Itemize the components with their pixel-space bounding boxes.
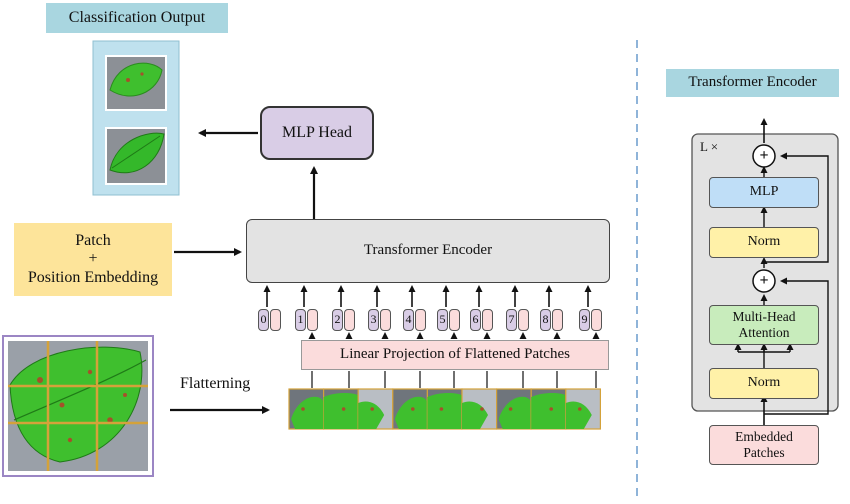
norm-block-top: Norm [709, 227, 819, 258]
patch-tile [461, 388, 498, 430]
embedded-patches-text: Embedded Patches [735, 429, 793, 460]
multi-head-attention-block: Multi-Head Attention [709, 305, 819, 345]
token-index-6: 6 [470, 309, 481, 331]
transformer-encoder-box: Transformer Encoder [246, 219, 610, 283]
repeat-label-text: L × [700, 138, 719, 154]
classification-output-text: Classification Output [68, 8, 206, 26]
classification-output-label: Classification Output [46, 3, 228, 33]
norm-block-top-text: Norm [747, 234, 781, 250]
residual-connection-1 [764, 277, 829, 415]
add-symbol-bottom-text: + [759, 271, 769, 289]
patch-tile [357, 388, 394, 430]
token-embedding-2 [344, 309, 355, 331]
output-leaf-image-2 [105, 127, 167, 185]
token-index-1: 1 [295, 309, 306, 331]
token-embedding-9 [591, 309, 602, 331]
add-symbol-top-text: + [759, 146, 769, 164]
encoder-panel-title: Transformer Encoder [666, 69, 839, 97]
token-embedding-3 [380, 309, 391, 331]
flattening-label: Flatterning [180, 372, 276, 396]
flattened-patches-strip [288, 388, 601, 430]
patch-tile [323, 388, 359, 430]
norm-block-bottom-text: Norm [747, 375, 781, 391]
norm-block-bottom: Norm [709, 368, 819, 399]
patch-position-embedding-box: Patch + Position Embedding [14, 223, 172, 296]
patch-tile [426, 388, 463, 430]
encoder-panel-title-text: Transformer Encoder [688, 74, 817, 91]
token-embedding-7 [518, 309, 529, 331]
token-index-8: 8 [540, 309, 551, 331]
patch-tile [288, 388, 325, 430]
token-embedding-4 [415, 309, 426, 331]
token-index-7: 7 [506, 309, 517, 331]
token-embedding-0 [270, 309, 281, 331]
mlp-head-box: MLP Head [260, 106, 374, 160]
residual-connection-2 [764, 152, 829, 263]
transformer-encoder-text: Transformer Encoder [363, 242, 493, 259]
linear-projection-text: Linear Projection of Flattened Patches [340, 346, 570, 363]
patch-tile [565, 388, 601, 430]
token-embedding-1 [307, 309, 318, 331]
mlp-block: MLP [709, 177, 819, 208]
token-index-5: 5 [437, 309, 448, 331]
embedded-patches-block: Embedded Patches [709, 425, 819, 465]
token-index-3: 3 [368, 309, 379, 331]
repeat-label: L × [700, 138, 730, 156]
patch-tile [530, 388, 567, 430]
linear-projection-box: Linear Projection of Flattened Patches [301, 340, 609, 370]
input-leaf-image [2, 335, 154, 477]
patch-tile [392, 388, 428, 430]
output-leaf-image-1 [105, 55, 167, 111]
token-arrows [263, 285, 600, 388]
multi-head-attention-text: Multi-Head Attention [732, 309, 796, 340]
mlp-head-text: MLP Head [281, 123, 353, 141]
token-embedding-6 [482, 309, 493, 331]
token-index-4: 4 [403, 309, 414, 331]
token-index-0: 0 [258, 309, 269, 331]
patch-tile [496, 388, 532, 430]
add-circle-bottom [752, 269, 776, 293]
patch-embedding-text: Patch + Position Embedding [27, 231, 159, 286]
add-circle-top [752, 144, 776, 168]
token-index-2: 2 [332, 309, 343, 331]
token-index-9: 9 [579, 309, 590, 331]
token-embedding-5 [449, 309, 460, 331]
add-symbol-top: + [754, 146, 774, 166]
add-symbol-bottom: + [754, 271, 774, 291]
mlp-block-text: MLP [749, 184, 779, 200]
token-embedding-8 [552, 309, 563, 331]
flattening-text: Flatterning [180, 374, 251, 392]
